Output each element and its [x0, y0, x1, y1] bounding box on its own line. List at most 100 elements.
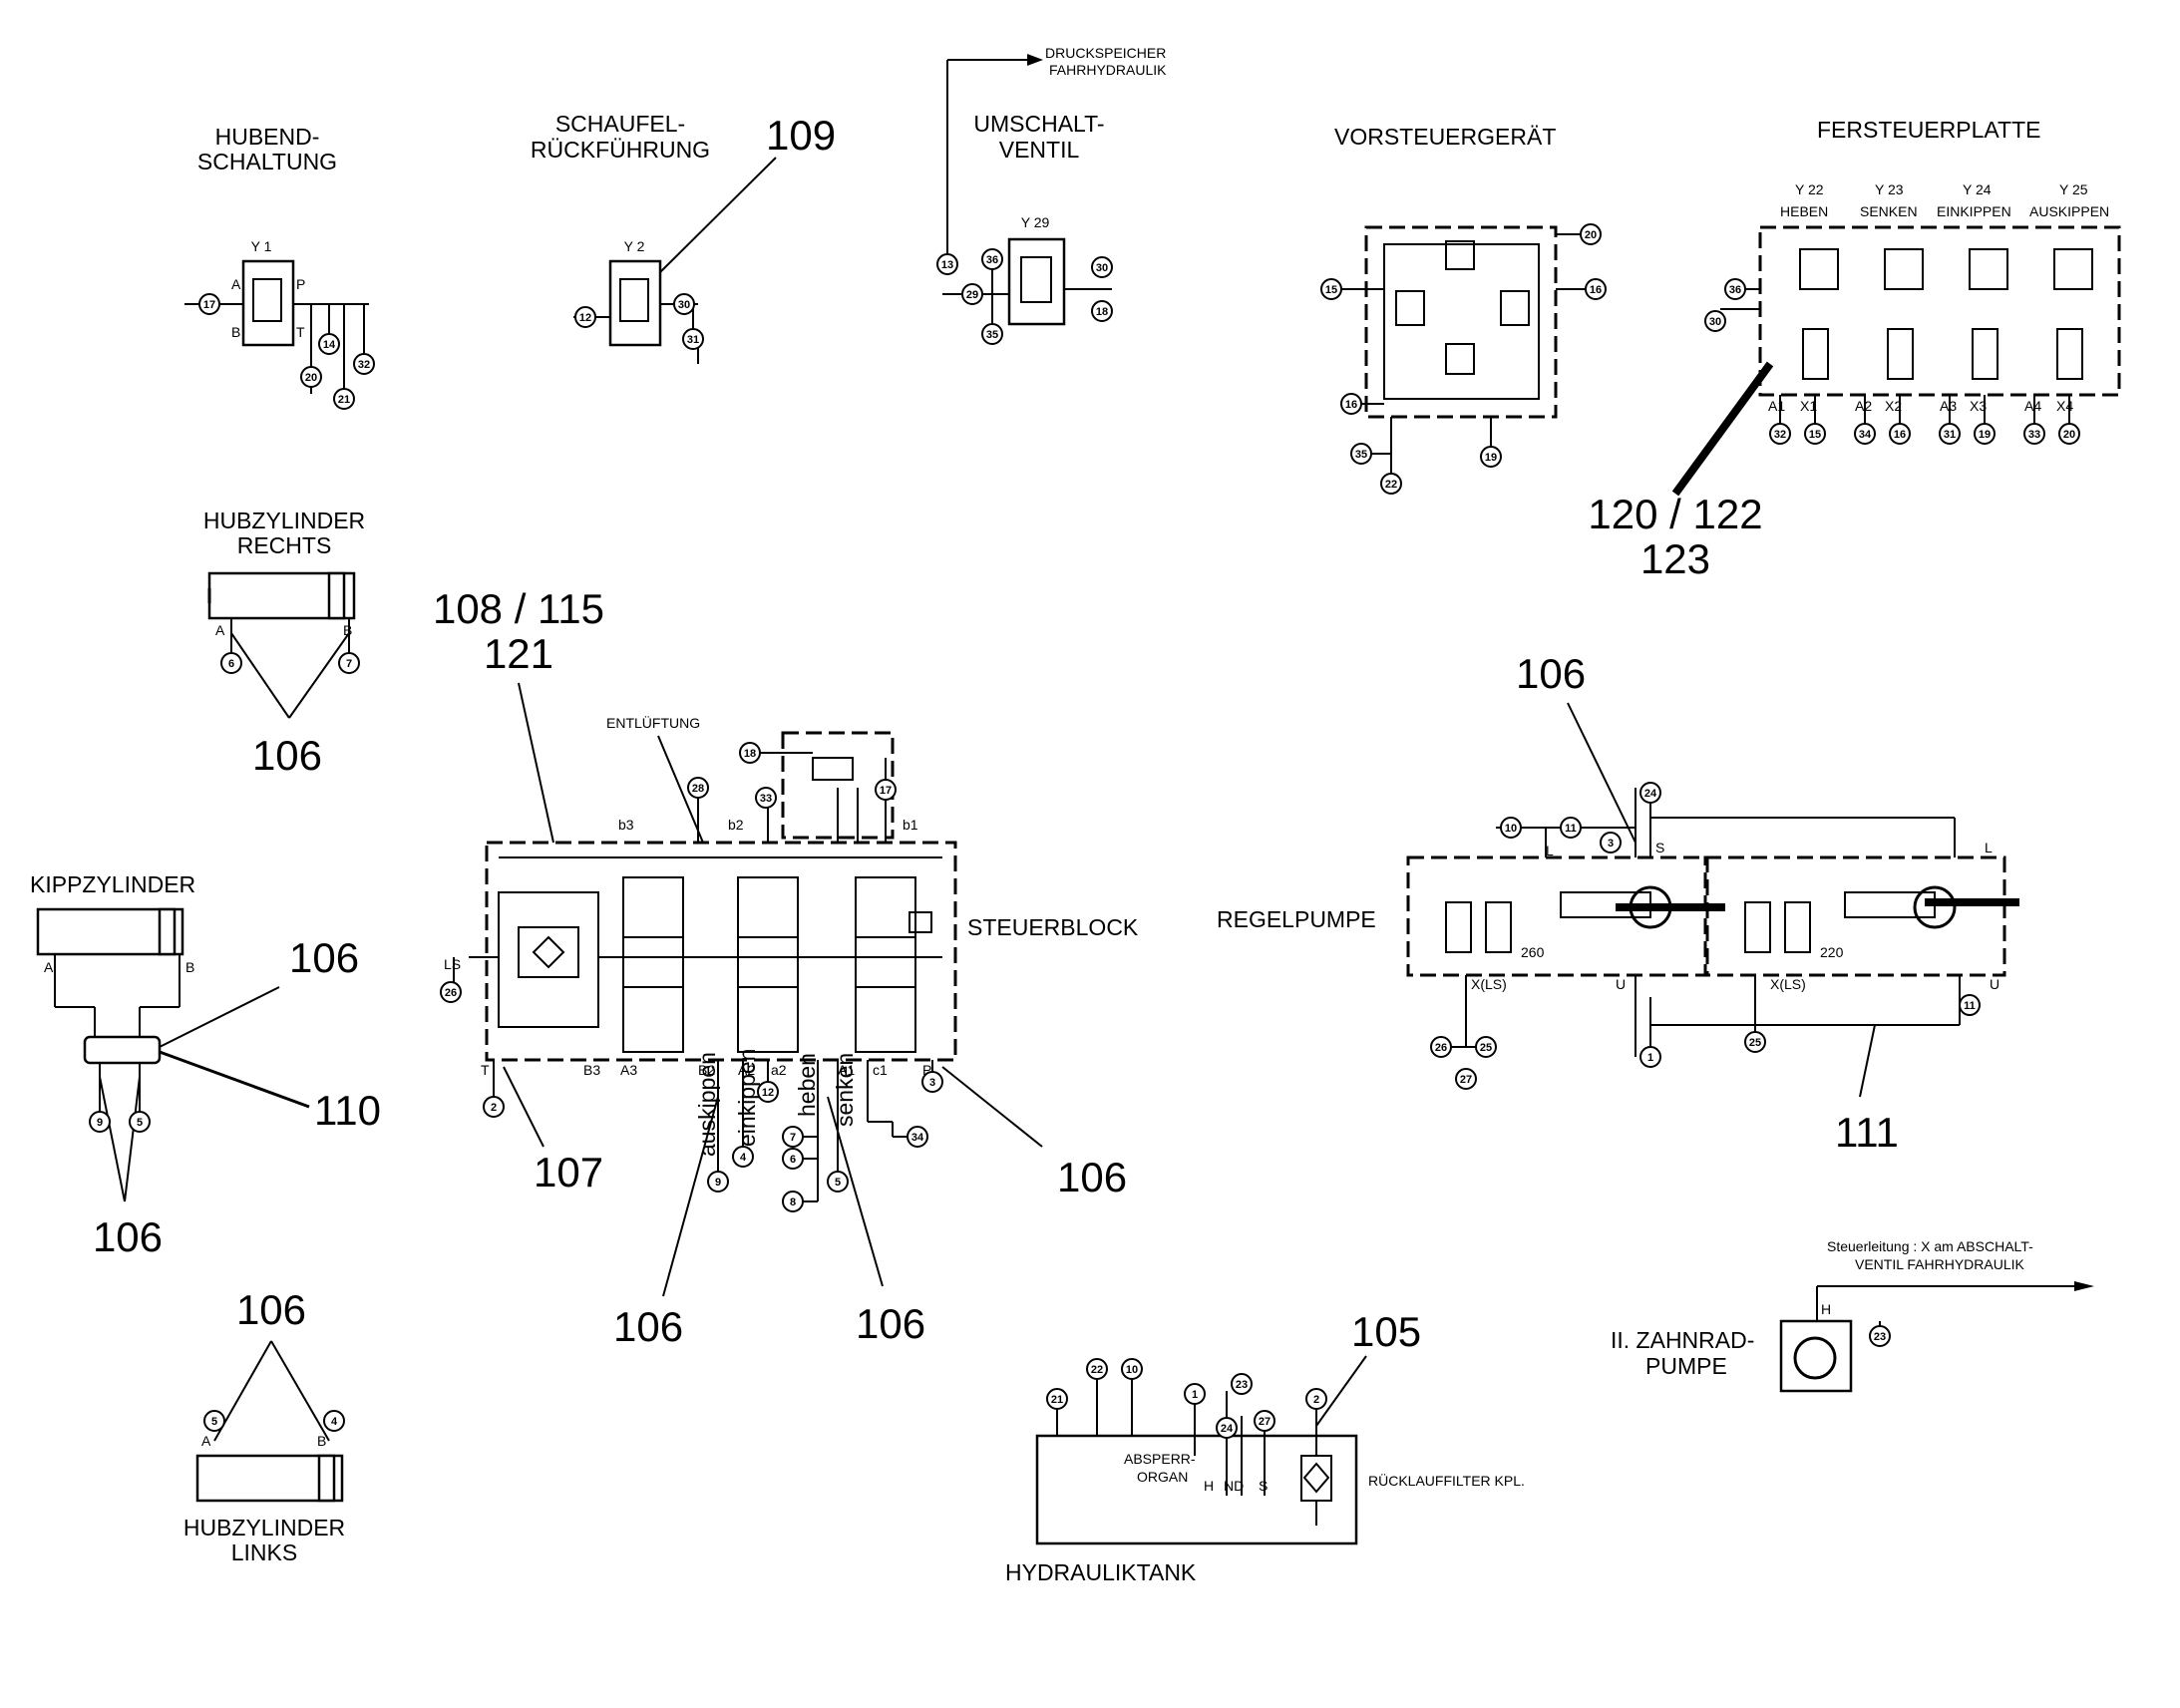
port-circle: 23: [1869, 1325, 1891, 1347]
port-circle: 31: [682, 328, 704, 350]
valve-y1-spool: [252, 278, 282, 322]
label-einkippen: EINKIPPEN: [1937, 203, 2011, 219]
svg-text:21: 21: [1051, 1394, 1063, 1406]
ref-106-steuer-1: 106: [1057, 1154, 1127, 1200]
druckspeicher-label-2: FAHRHYDRAULIK: [1049, 62, 1167, 78]
svg-text:22: 22: [1385, 479, 1397, 491]
svg-text:c1: c1: [873, 1062, 888, 1078]
svg-text:LS: LS: [444, 956, 461, 972]
pump-symbol-2: [1913, 885, 1957, 929]
svg-text:18: 18: [1096, 306, 1108, 318]
svg-text:5: 5: [835, 1177, 841, 1189]
svg-text:B: B: [185, 959, 194, 975]
fersteuerplatte-group: FERSTEUERPLATTE Y 22 Y 23 Y 24 Y 25 HEBE…: [1588, 117, 2121, 582]
port-circle: 28: [687, 777, 709, 799]
hubzyl-links-label-2: LINKS: [231, 1539, 297, 1565]
svg-text:14: 14: [323, 339, 336, 351]
port-circle: 20: [1580, 223, 1602, 245]
svg-text:1: 1: [1647, 1052, 1653, 1064]
kippzylinder-label: KIPPZYLINDER: [30, 871, 195, 897]
kippzylinder-group: KIPPZYLINDER A B 9 5 106 110 106: [30, 871, 381, 1260]
svg-text:31: 31: [687, 334, 699, 346]
ref-109: 109: [766, 112, 836, 159]
zahnrad-pump-symbol: [1793, 1336, 1837, 1380]
svg-text:A3: A3: [1940, 398, 1957, 414]
druckspeicher-label-1: DRUCKSPEICHER: [1045, 45, 1166, 61]
svg-text:2: 2: [1313, 1394, 1319, 1406]
svg-text:27: 27: [1460, 1074, 1472, 1086]
steuerblock-housing: [485, 841, 957, 1062]
svg-text:a2: a2: [771, 1062, 787, 1078]
svg-text:35: 35: [1355, 449, 1367, 461]
svg-text:X3: X3: [1970, 398, 1987, 414]
port-circle: 6: [220, 652, 242, 674]
port-circle: 10: [1500, 817, 1522, 839]
zahnrad-label-2: PUMPE: [1645, 1353, 1727, 1379]
svg-text:A1: A1: [1768, 398, 1785, 414]
steuerleitung-label-1: Steuerleitung : X am ABSCHALT-: [1827, 1238, 2033, 1254]
svg-text:X1: X1: [1800, 398, 1817, 414]
svg-text:P: P: [296, 276, 305, 292]
svg-text:35: 35: [986, 329, 998, 341]
svg-text:19: 19: [1979, 429, 1991, 441]
spool-word-einkippen: einkippen: [734, 1049, 760, 1147]
svg-text:X(LS): X(LS): [1770, 976, 1806, 992]
svg-text:16: 16: [1894, 429, 1906, 441]
zahnrad-box: [1779, 1319, 1853, 1393]
steuerblock-label: STEUERBLOCK: [967, 914, 1139, 940]
port-circle: 26: [1430, 1036, 1452, 1058]
port-circle: 34: [907, 1126, 928, 1148]
svg-text:17: 17: [203, 299, 215, 311]
svg-text:20: 20: [2063, 429, 2075, 441]
port-circle: 6: [782, 1148, 804, 1170]
kippzylinder-block: [83, 1035, 162, 1065]
svg-text:21: 21: [338, 394, 350, 406]
port-circle: 5: [129, 1111, 151, 1133]
port-circle: 19: [1974, 423, 1996, 445]
port-circle: 22: [1380, 473, 1402, 495]
tank-body: [1035, 1434, 1358, 1545]
hubzyl-rechts-label-1: HUBZYLINDER: [203, 508, 365, 533]
svg-text:15: 15: [1325, 284, 1337, 296]
svg-text:6: 6: [228, 658, 234, 670]
svg-text:16: 16: [1345, 399, 1357, 411]
svg-text:23: 23: [1874, 1331, 1886, 1343]
port-circle: 20: [300, 366, 322, 388]
regelpumpe-housing-2: [1703, 855, 2006, 977]
svg-text:T: T: [481, 1062, 490, 1078]
port-circle: 16: [1889, 423, 1911, 445]
svg-text:L: L: [1985, 840, 1993, 855]
fersteuer-label: FERSTEUERPLATTE: [1817, 117, 2041, 143]
umschalt-label-1: UMSCHALT-: [973, 111, 1104, 137]
svg-text:B3: B3: [583, 1062, 600, 1078]
svg-text:b2: b2: [728, 817, 744, 833]
vorsteuergeraet-group: VORSTEUERGERÄT 15 16 35 22 19 20 16: [1320, 124, 1607, 495]
absperr-label-2: ORGAN: [1137, 1469, 1188, 1485]
port-circle: 12: [574, 306, 596, 328]
fersteuer-housing: [1758, 225, 2121, 397]
valve-y1-body: [241, 259, 295, 347]
hubend-schaltung-group: HUBEND- SCHALTUNG Y 1 A B P T 17 14 32 2…: [184, 124, 375, 410]
ref-106-kipp-1: 106: [289, 934, 359, 981]
svg-text:36: 36: [986, 254, 998, 266]
label-senken: SENKEN: [1860, 203, 1918, 219]
spool-word-senken: senken: [832, 1053, 858, 1127]
zahnrad-label-1: II. ZAHNRAD-: [1611, 1327, 1754, 1353]
port-circle: 7: [338, 652, 360, 674]
svg-text:A4: A4: [2024, 398, 2041, 414]
svg-text:B: B: [343, 622, 352, 638]
vorsteuer-housing: [1364, 225, 1558, 419]
svg-text:19: 19: [1485, 452, 1497, 464]
svg-text:220: 220: [1820, 944, 1844, 960]
svg-text:9: 9: [715, 1177, 721, 1189]
svg-text:H: H: [1821, 1301, 1831, 1317]
port-circle: 11: [1560, 817, 1582, 839]
hydrauliktank-group: 105 21 22 10 1 24 23 27 2 ABSPERR- ORGAN…: [1005, 1308, 1525, 1585]
port-circle: 24: [1639, 782, 1661, 804]
valve-y1-label: Y 1: [251, 238, 272, 254]
hydrauliktank-label: HYDRAULIKTANK: [1005, 1559, 1197, 1585]
port-circle: 18: [1091, 300, 1113, 322]
port-circle: 1: [1639, 1046, 1661, 1068]
entlueftung-label: ENTLÜFTUNG: [606, 714, 700, 731]
